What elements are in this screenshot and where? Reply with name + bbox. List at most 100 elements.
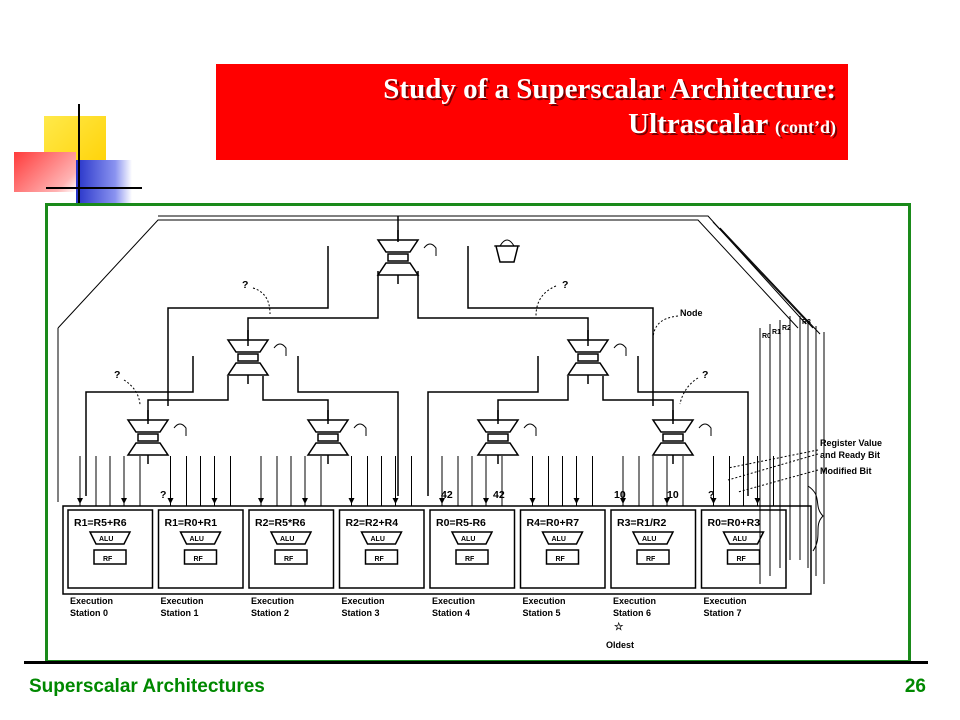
register-file <box>364 549 399 565</box>
rf-label: RF <box>375 556 385 563</box>
oldest-arrow: ☆ <box>614 621 624 633</box>
footer-title: Superscalar Architectures <box>29 676 265 697</box>
leaf-wires <box>77 456 774 506</box>
tree-node-1 <box>226 330 287 384</box>
station-name-line1: Execution <box>251 596 294 606</box>
register-file <box>545 549 580 565</box>
decor-vertical-line <box>78 104 80 208</box>
footer-rule <box>24 661 928 664</box>
wire-value-2: 42 <box>493 489 505 501</box>
slide-title: Study of a Superscalar Architecture: Ult… <box>216 64 848 160</box>
tree-outline-layer-3 <box>719 227 821 335</box>
register-layer-r3: R3 <box>802 319 811 326</box>
station-name-line2: Station 0 <box>70 608 108 618</box>
question-arrow-1 <box>252 287 271 315</box>
wire-value-4: 10 <box>667 489 679 501</box>
register-file <box>274 549 308 565</box>
station-wires-2 <box>258 456 322 506</box>
tree-node-3 <box>126 410 187 464</box>
decor-red-square <box>14 152 76 192</box>
bucket-icon <box>494 239 520 263</box>
alu-label: ALU <box>461 536 475 543</box>
wire-value-3: 10 <box>614 489 626 501</box>
alu-icon <box>450 531 494 545</box>
question-arrow-3 <box>123 379 141 407</box>
tree-outline-layer-1 <box>158 215 807 325</box>
rf-label: RF <box>103 556 113 563</box>
register-file <box>183 549 218 565</box>
register-file <box>636 549 670 565</box>
legend-ready-bit: and Ready Bit <box>820 450 880 460</box>
tree-node-0 <box>376 230 437 284</box>
rf-label: RF <box>737 556 747 563</box>
station-instruction: R0=R0+R3 <box>708 517 761 529</box>
legend-arrow-1 <box>727 449 819 469</box>
register-file <box>455 549 489 565</box>
question-mark-4: ? <box>702 369 708 381</box>
register-file <box>93 549 127 565</box>
decor-horizontal-line <box>46 187 142 189</box>
station-wires-6 <box>620 456 684 506</box>
station-name-line1: Execution <box>523 596 566 606</box>
node-label: Node <box>680 308 703 318</box>
station-instruction: R3=R1/R2 <box>617 517 666 529</box>
rf-label: RF <box>465 556 475 563</box>
node-label-arrow <box>652 315 679 339</box>
station-name-line1: Execution <box>342 596 385 606</box>
rf-label: RF <box>284 556 294 563</box>
legend-arrow-3 <box>737 469 819 493</box>
register-layer-r2: R2 <box>782 325 791 332</box>
tree-node-4 <box>306 410 367 464</box>
alu-label: ALU <box>371 536 385 543</box>
rf-label: RF <box>646 556 656 563</box>
legend-register-value: Register Value <box>820 438 882 448</box>
tree-outline <box>57 219 799 329</box>
station-wires-5 <box>529 456 593 506</box>
alu-icon <box>722 531 765 545</box>
station-name-line2: Station 4 <box>432 608 470 618</box>
tree-outline-layer-2 <box>712 221 814 329</box>
station-name-line2: Station 6 <box>613 608 651 618</box>
station-wires-4 <box>439 456 503 506</box>
rf-label: RF <box>556 556 566 563</box>
station-instruction: R1=R0+R1 <box>165 517 218 529</box>
alu-label: ALU <box>190 536 204 543</box>
wire-value-0: ? <box>160 489 166 501</box>
question-arrow-4 <box>679 377 699 405</box>
alu-icon <box>631 531 675 545</box>
tree-node-2 <box>566 330 627 384</box>
node-group <box>126 230 712 464</box>
station-instruction: R1=R5+R6 <box>74 517 127 529</box>
wire-value-1: 42 <box>441 489 453 501</box>
legend-modified-bit: Modified Bit <box>820 466 872 476</box>
station-name-line2: Station 7 <box>704 608 742 618</box>
tree-node-5 <box>476 410 537 464</box>
station-name-line1: Execution <box>432 596 475 606</box>
tree-node-6 <box>651 410 712 464</box>
register-layer-stack <box>759 316 825 584</box>
station-band <box>62 505 812 595</box>
station-wires-0 <box>77 456 141 506</box>
alu-icon <box>541 531 584 545</box>
alu-label: ALU <box>642 536 656 543</box>
alu-label: ALU <box>733 536 747 543</box>
register-file <box>726 549 761 565</box>
station-name-line1: Execution <box>161 596 204 606</box>
title-suffix: (cont’d) <box>775 117 836 137</box>
station-instruction: R4=R0+R7 <box>527 517 580 529</box>
station-name-line2: Station 3 <box>342 608 380 618</box>
title-line-1: Study of a Superscalar Architecture: <box>383 73 836 105</box>
question-mark-1: ? <box>242 279 248 291</box>
station-instruction: R0=R5-R6 <box>436 517 486 529</box>
alu-label: ALU <box>552 536 566 543</box>
title-line-2: Ultrascalar (cont’d) <box>216 106 836 145</box>
station-name-line2: Station 5 <box>523 608 561 618</box>
